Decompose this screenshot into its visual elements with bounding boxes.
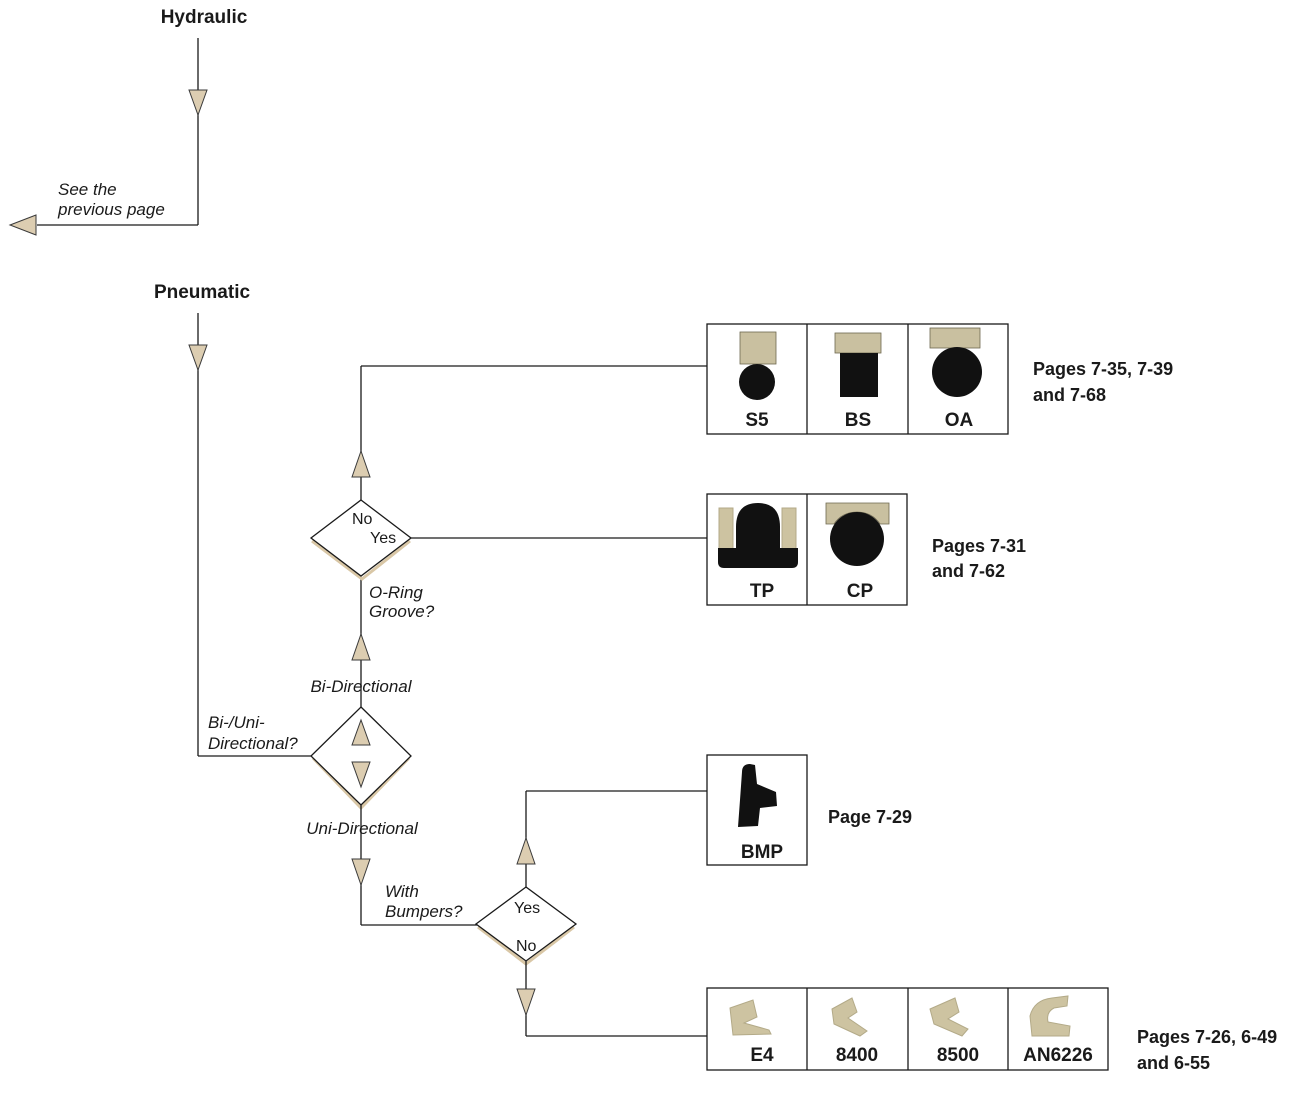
bs-profile-icon xyxy=(834,332,882,397)
pneumatic-heading: Pneumatic xyxy=(154,282,251,303)
no-bumper-page-reference: Pages 7-26, 6-49 and 6-55 xyxy=(1137,1027,1282,1073)
no-bumper-profile-group: E4 8400 8500 AN6226 xyxy=(706,987,1109,1071)
profile-code: AN6226 xyxy=(1023,1045,1093,1066)
uni-directional-label: Uni-Directional xyxy=(306,819,419,838)
down-arrow-icon xyxy=(188,344,208,372)
an6226-profile-icon xyxy=(1029,995,1071,1037)
no-oring-profile-group: S5 BS OA xyxy=(706,323,1009,435)
see-previous-page-note: See the previous page xyxy=(57,180,165,219)
no-oring-page-reference: Pages 7-35, 7-39 and 7-68 xyxy=(1033,359,1178,405)
8500-profile-icon xyxy=(929,997,969,1037)
8400-profile-icon xyxy=(831,997,868,1037)
profile-code: 8400 xyxy=(836,1045,878,1066)
up-arrow-icon xyxy=(351,718,371,746)
down-arrow-icon xyxy=(188,89,208,117)
profile-code: 8500 xyxy=(937,1045,979,1066)
profile-code: E4 xyxy=(750,1045,774,1066)
cp-profile-icon xyxy=(825,502,890,566)
oring-profile-group: TP CP xyxy=(706,493,908,606)
oring-page-reference: Pages 7-31 and 7-62 xyxy=(932,536,1031,581)
up-arrow-icon xyxy=(351,632,371,661)
bumper-page-reference: Page 7-29 xyxy=(828,807,912,827)
oa-profile-icon xyxy=(929,327,982,397)
bumpers-no-label: No xyxy=(516,938,537,955)
hydraulic-heading: Hydraulic xyxy=(161,7,248,28)
oring-yes-label: Yes xyxy=(370,530,396,547)
bi-directional-label: Bi-Directional xyxy=(310,677,412,696)
up-arrow-icon xyxy=(516,836,536,865)
oring-no-label: No xyxy=(352,511,373,528)
profile-code: TP xyxy=(750,581,775,602)
tp-profile-icon xyxy=(718,503,798,568)
oring-decision-diamond xyxy=(309,499,413,577)
e4-profile-icon xyxy=(729,999,772,1036)
bumper-profile-group: BMP xyxy=(706,754,808,866)
bumpers-yes-label: Yes xyxy=(514,900,540,917)
profile-code: BMP xyxy=(741,842,784,863)
oring-groove-question: O-Ring Groove? xyxy=(369,583,435,621)
bi-uni-directional-question: Bi-/Uni- Directional? xyxy=(208,713,298,753)
down-arrow-icon xyxy=(351,761,371,789)
up-arrow-icon xyxy=(351,449,371,478)
s5-profile-icon xyxy=(739,331,777,400)
profile-code: CP xyxy=(847,581,874,602)
profile-code: S5 xyxy=(745,410,769,431)
with-bumpers-question: With Bumpers? xyxy=(385,882,463,921)
left-arrow-icon xyxy=(8,214,37,236)
profile-code: BS xyxy=(845,410,871,431)
down-arrow-icon xyxy=(351,858,371,887)
bmp-profile-icon xyxy=(738,764,777,827)
down-arrow-icon xyxy=(516,988,536,1017)
profile-code: OA xyxy=(945,410,974,431)
